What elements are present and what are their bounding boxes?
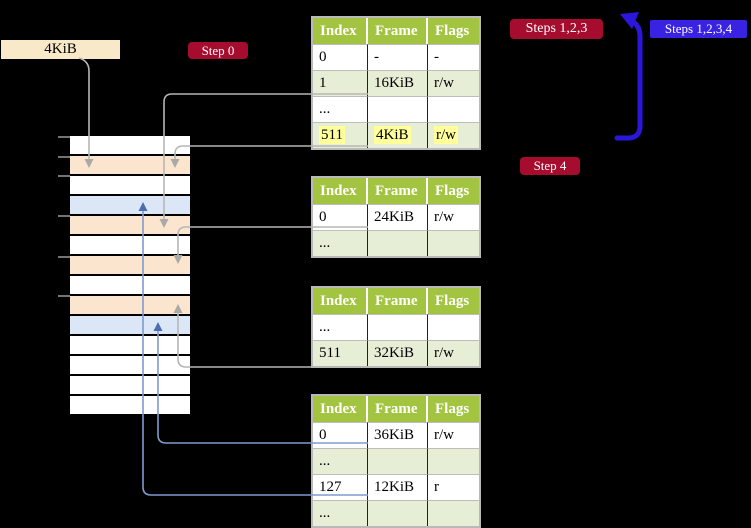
address-tick-marks bbox=[58, 136, 70, 297]
cell-index: ... bbox=[313, 500, 368, 526]
steps-1-2-3-badge: Steps 1,2,3 bbox=[510, 19, 603, 39]
table-row: ... bbox=[313, 448, 479, 474]
column-header-index: Index bbox=[313, 178, 368, 204]
memory-frame-row bbox=[70, 276, 190, 296]
cell-flags bbox=[428, 448, 479, 474]
cell-frame: 4KiB bbox=[368, 122, 428, 148]
column-header-flags: Flags bbox=[428, 178, 479, 204]
cell-index: ... bbox=[313, 314, 368, 340]
cell-frame: 36KiB bbox=[368, 422, 428, 448]
cell-flags bbox=[428, 500, 479, 526]
cell-frame: 24KiB bbox=[368, 204, 428, 230]
column-header-flags: Flags bbox=[428, 18, 479, 44]
column-header-frame: Frame bbox=[368, 396, 428, 422]
cell-index: 511 bbox=[313, 122, 368, 148]
step-4-badge: Step 4 bbox=[520, 157, 580, 175]
memory-frame-row bbox=[70, 216, 190, 236]
memory-frame-row bbox=[70, 136, 190, 156]
table-row: 511 4KiB r/w bbox=[313, 122, 479, 148]
table-row: 0 36KiB r/w bbox=[313, 422, 479, 448]
steps-1-2-3-4-badge: Steps 1,2,3,4 bbox=[650, 20, 747, 38]
column-header-frame: Frame bbox=[368, 18, 428, 44]
cell-frame: 12KiB bbox=[368, 474, 428, 500]
cell-frame bbox=[368, 448, 428, 474]
cell-flags: - bbox=[428, 44, 479, 70]
page-table-level-bottom: Index Frame Flags 0 36KiB r/w ... 127 12… bbox=[311, 394, 481, 528]
memory-frame-row bbox=[70, 316, 190, 336]
table-header-row: Index Frame Flags bbox=[313, 396, 479, 422]
cell-flags bbox=[428, 314, 479, 340]
table-row: 127 12KiB r bbox=[313, 474, 479, 500]
cell-flags: r/w bbox=[428, 70, 479, 96]
table-header-row: Index Frame Flags bbox=[313, 18, 479, 44]
memory-frame-row bbox=[70, 156, 190, 176]
page-table-level-3: Index Frame Flags ... 511 32KiB r/w bbox=[311, 286, 481, 368]
cell-frame: 32KiB bbox=[368, 340, 428, 366]
table-row: ... bbox=[313, 230, 479, 256]
cell-flags: r/w bbox=[428, 122, 479, 148]
cell-frame bbox=[368, 500, 428, 526]
cell-frame bbox=[368, 230, 428, 256]
page-table-level-2: Index Frame Flags 0 24KiB r/w ... bbox=[311, 176, 481, 258]
memory-frame-row bbox=[70, 196, 190, 216]
cell-flags: r/w bbox=[428, 422, 479, 448]
cell-frame: 16KiB bbox=[368, 70, 428, 96]
memory-frame-row bbox=[70, 296, 190, 316]
cell-frame bbox=[368, 314, 428, 340]
cell-index: 0 bbox=[313, 204, 368, 230]
memory-frame-row bbox=[70, 396, 190, 416]
cell-index: ... bbox=[313, 230, 368, 256]
memory-frame-row bbox=[70, 376, 190, 396]
cell-frame bbox=[368, 96, 428, 122]
column-header-flags: Flags bbox=[428, 288, 479, 314]
physical-memory-column bbox=[70, 136, 190, 416]
cell-flags: r bbox=[428, 474, 479, 500]
table-row: 0 24KiB r/w bbox=[313, 204, 479, 230]
table-row: 1 16KiB r/w bbox=[313, 70, 479, 96]
cell-index: ... bbox=[313, 448, 368, 474]
column-header-index: Index bbox=[313, 18, 368, 44]
cell-flags bbox=[428, 96, 479, 122]
cell-flags: r/w bbox=[428, 340, 479, 366]
cell-index: 0 bbox=[313, 422, 368, 448]
table-header-row: Index Frame Flags bbox=[313, 288, 479, 314]
table-row: ... bbox=[313, 314, 479, 340]
memory-frame-row bbox=[70, 356, 190, 376]
column-header-frame: Frame bbox=[368, 288, 428, 314]
cell-frame: - bbox=[368, 44, 428, 70]
table-row: ... bbox=[313, 96, 479, 122]
cell-flags bbox=[428, 230, 479, 256]
cell-index: ... bbox=[313, 96, 368, 122]
step-0-badge: Step 0 bbox=[188, 42, 248, 59]
memory-frame-row bbox=[70, 236, 190, 256]
frame-size-label: 4KiB bbox=[1, 40, 120, 59]
column-header-index: Index bbox=[313, 396, 368, 422]
cell-index: 127 bbox=[313, 474, 368, 500]
steps-loop-arrow bbox=[614, 19, 643, 141]
column-header-flags: Flags bbox=[428, 396, 479, 422]
cell-index: 0 bbox=[313, 44, 368, 70]
steps-loop-arrow-head bbox=[620, 12, 639, 29]
page-table-level-top: Index Frame Flags 0 - - 1 16KiB r/w ... bbox=[311, 16, 481, 150]
column-header-index: Index bbox=[313, 288, 368, 314]
memory-frame-row bbox=[70, 336, 190, 356]
table-row: 511 32KiB r/w bbox=[313, 340, 479, 366]
column-header-frame: Frame bbox=[368, 178, 428, 204]
memory-frame-row bbox=[70, 256, 190, 276]
table-row: ... bbox=[313, 500, 479, 526]
cell-index: 511 bbox=[313, 340, 368, 366]
cell-flags: r/w bbox=[428, 204, 479, 230]
memory-frame-row bbox=[70, 176, 190, 196]
table-header-row: Index Frame Flags bbox=[313, 178, 479, 204]
cell-index: 1 bbox=[313, 70, 368, 96]
table-row: 0 - - bbox=[313, 44, 479, 70]
